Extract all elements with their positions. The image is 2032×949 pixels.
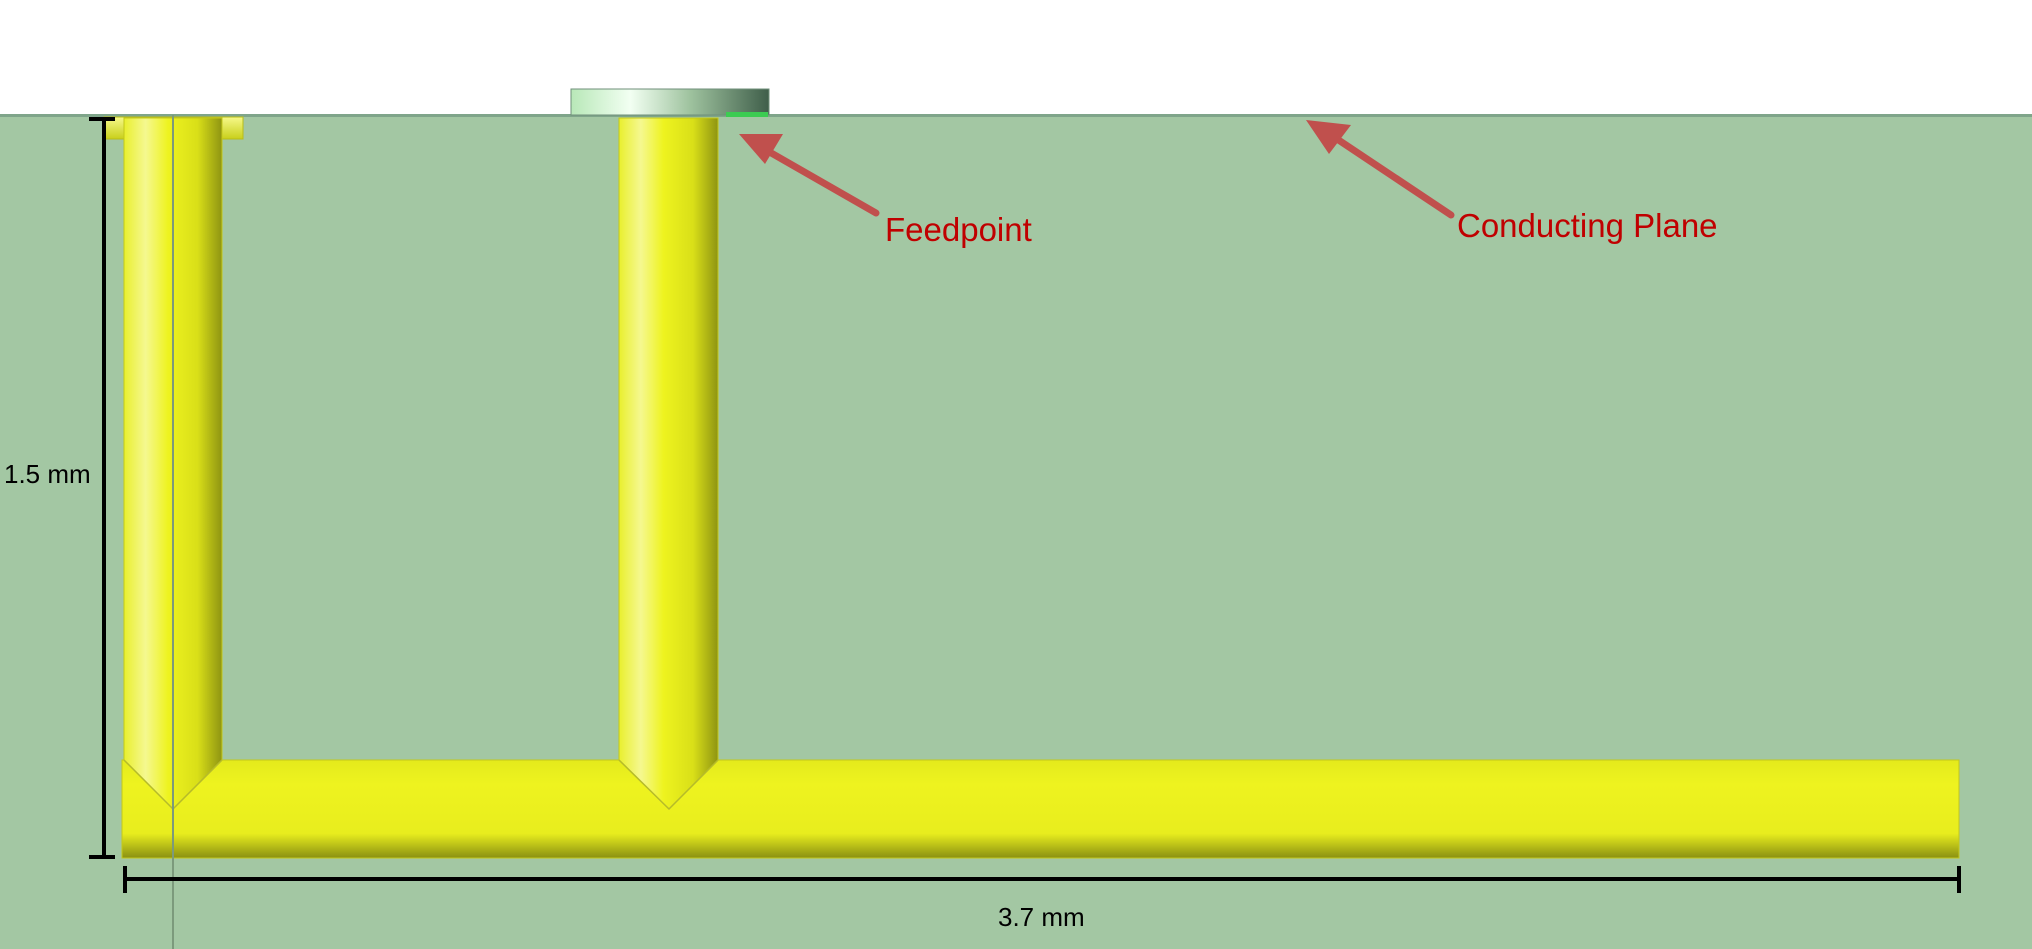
feedpoint-arrow-icon [739,134,880,217]
feed-contact [726,112,768,117]
feed-leg-joint [618,759,719,811]
conducting-plane-label: Conducting Plane [1457,207,1718,244]
feed-leg[interactable] [618,117,719,810]
width-dimension [123,866,1961,893]
height-dimension [89,117,115,859]
conducting-plane-arrow-icon [1306,120,1455,219]
horizontal-arm[interactable] [121,759,1960,859]
feedpoint-label: Feedpoint [885,211,1032,248]
sky-region [0,0,2032,115]
height-dimension-label: 1.5 mm [4,459,91,489]
feed-disc [570,88,770,116]
width-dimension-label: 3.7 mm [998,902,1085,932]
